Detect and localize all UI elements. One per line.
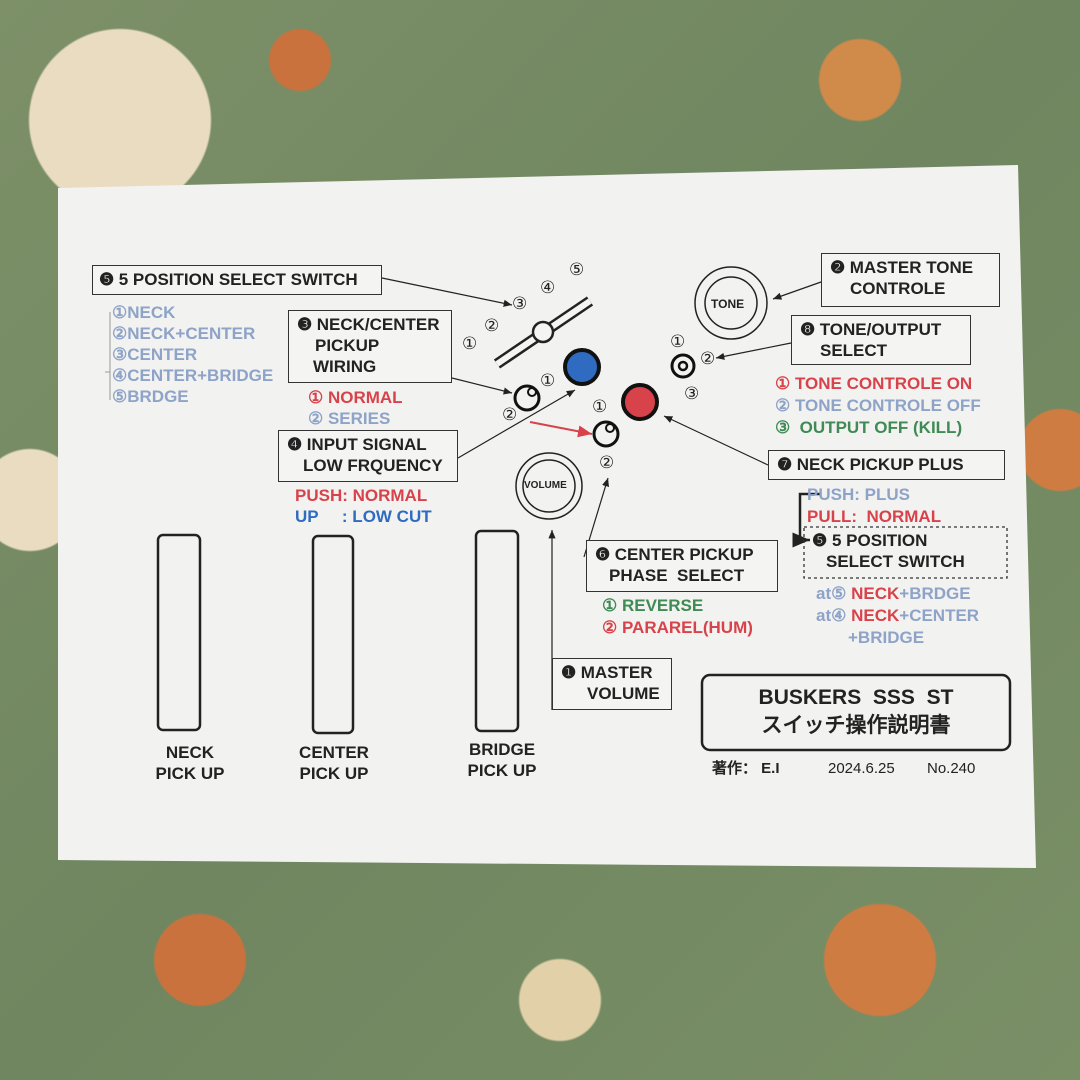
- input-box: ❹ INPUT SIGNAL LOW FRQUENCY: [278, 430, 458, 482]
- input-opt-push: PUSH: NORMAL: [295, 486, 428, 505]
- volume-label: VOLUME: [524, 480, 567, 491]
- phase-mini-switch: [592, 420, 620, 448]
- phase-opt-parallel: ② PARAREL(HUM): [602, 618, 753, 637]
- at5-option: at⑤ NECK+BRDGE: [816, 584, 971, 603]
- toneout-pos-3: ③: [684, 384, 700, 403]
- toneout-opt-2: ② TONE CONTROLE OFF: [775, 396, 981, 415]
- at4-option-extra: +BRIDGE: [848, 628, 925, 647]
- toneout-pos-1: ①: [670, 332, 686, 351]
- neck-plus-box: ❼ NECK PICKUP PLUS: [768, 450, 1005, 480]
- input-opt-up: UP : LOW CUT: [295, 507, 432, 526]
- toneout-mini-switch: [670, 353, 696, 379]
- doc-number: No.240: [927, 760, 976, 777]
- center-pickup: [311, 534, 355, 735]
- red-knob: [621, 383, 659, 421]
- wiring-opt-normal: ① NORMAL: [308, 388, 403, 407]
- toneout-pos-2: ②: [700, 349, 716, 368]
- switch-pos-1: ①: [462, 334, 478, 353]
- phase-opt-reverse: ① REVERSE: [602, 596, 704, 615]
- master-tone-box: ❷ MASTER TONE CONTROLE: [821, 253, 1000, 307]
- tone-knob: [694, 266, 768, 340]
- wiring-pos-1: ①: [540, 371, 556, 390]
- tone-label: TONE: [711, 297, 745, 311]
- bridge-pickup: [474, 529, 520, 733]
- switch5-box: ❺ 5 POSITION SELECT SWITCH: [92, 265, 382, 295]
- date: 2024.6.25: [828, 760, 895, 777]
- wiring-opt-series: ② SERIES: [308, 409, 391, 428]
- toneout-opt-1: ① TONE CONTROLE ON: [775, 374, 973, 393]
- toneout-opt-3: ③ OUTPUT OFF (KILL): [775, 418, 963, 437]
- neck-pickup: [156, 533, 202, 732]
- author: 著作： E.I: [712, 760, 780, 777]
- switch-pos-2: ②: [484, 316, 500, 335]
- at4-option: at④ NECK+CENTER: [816, 606, 980, 625]
- volume-knob: [515, 452, 583, 520]
- dashed-switch-box: ❺ 5 POSITION SELECT SWITCH: [812, 531, 965, 571]
- switch-pos-4: ④: [540, 278, 556, 297]
- toneout-box: ❽ TONE/OUTPUT SELECT: [791, 315, 971, 365]
- phase-pos-1: ①: [592, 397, 608, 416]
- master-volume-box: ❶ MASTER VOLUME: [552, 658, 672, 710]
- switch-pos-3: ③: [512, 294, 528, 313]
- wiring-mini-switch: [513, 384, 541, 412]
- wiring-pos-2: ②: [502, 405, 518, 424]
- neck-plus-pull: PULL: NORMAL: [807, 507, 942, 526]
- phase-box: ❻ CENTER PICKUP PHASE SELECT: [586, 540, 778, 592]
- blue-knob: [563, 348, 601, 386]
- switch-pos-5: ⑤: [569, 260, 585, 279]
- phase-pos-2: ②: [599, 453, 615, 472]
- 5-way-switch: [493, 296, 594, 369]
- neck-plus-push: PUSH: PLUS: [807, 485, 910, 504]
- title-box: [700, 673, 1012, 752]
